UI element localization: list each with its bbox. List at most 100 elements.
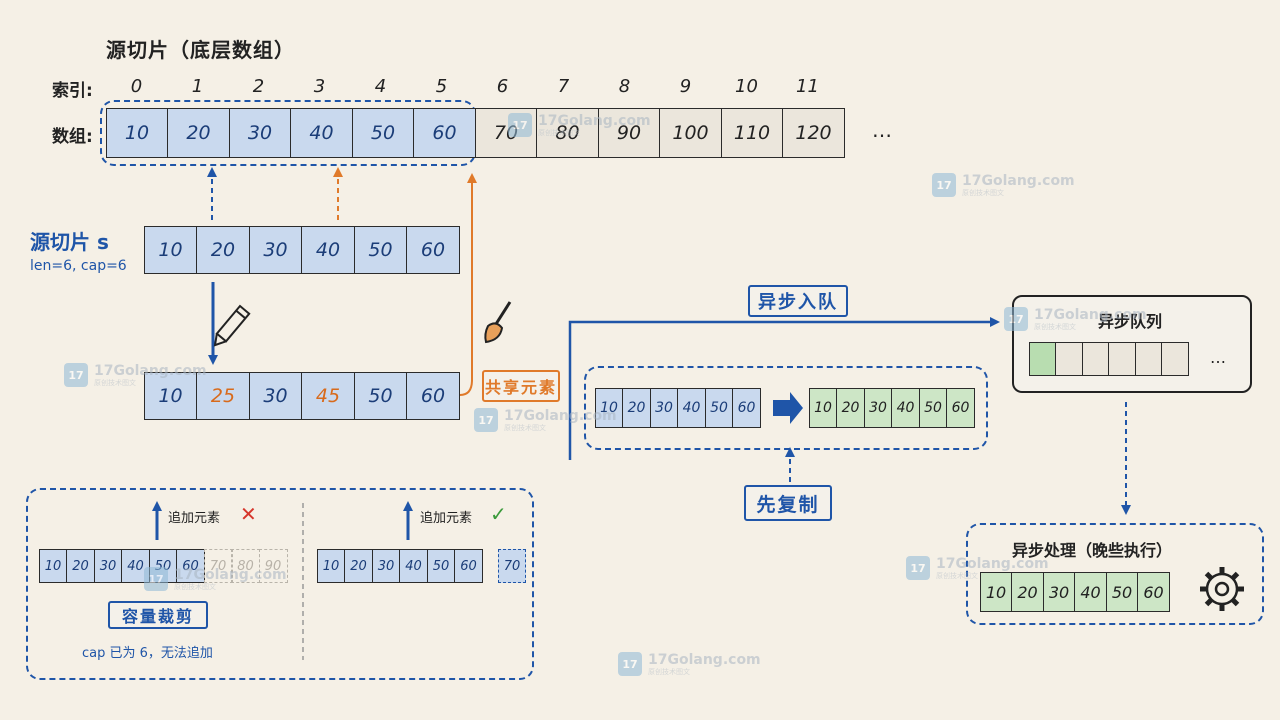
- enqueue-tag: 异步入队: [748, 285, 848, 317]
- cap-trim-tag: 容量裁剪: [108, 601, 208, 629]
- append-left-cell: 20: [66, 549, 95, 583]
- pencil-icon: [213, 304, 251, 347]
- modified-slice-cell: 10: [143, 372, 198, 420]
- slice-cell: 60: [406, 226, 460, 274]
- slice-label: 源切片 s: [30, 230, 109, 254]
- modified-slice-cell: 50: [353, 372, 408, 420]
- append-left-label: 追加元素: [168, 511, 221, 526]
- modified-slice-cell: 60: [406, 372, 460, 420]
- index-cell: 10: [735, 76, 758, 97]
- copy-arrow: [773, 392, 803, 424]
- copy-source-cell: 30: [649, 388, 679, 428]
- slice-cell: 30: [248, 226, 303, 274]
- array-cell: 120: [782, 108, 845, 158]
- append-comparison-box: [26, 488, 534, 680]
- slice-cell: 20: [196, 226, 250, 274]
- index-cell: 8: [618, 76, 631, 97]
- watermark-logo-icon: 17: [144, 567, 168, 591]
- gear-icon: [1200, 567, 1244, 611]
- watermark-logo-icon: 17: [906, 556, 930, 580]
- watermark-logo-icon: 17: [64, 363, 88, 387]
- append-right-cell: 40: [399, 549, 428, 583]
- array-cell: 100: [659, 108, 722, 158]
- append-left-faded-cell: 80: [231, 549, 260, 583]
- index-cell: 7: [557, 76, 570, 97]
- copy-target-cell: 30: [863, 388, 893, 428]
- slice-info: len=6, cap=6: [30, 258, 127, 274]
- copy-tag: 先复制: [744, 485, 832, 521]
- copy-box: [584, 366, 988, 450]
- append-right-extra: 70: [498, 549, 526, 583]
- array-more: …: [872, 118, 892, 142]
- append-right-cell: 60: [454, 549, 483, 583]
- index-cell: 11: [796, 76, 819, 97]
- array-cell: 40: [290, 108, 353, 158]
- copy-source-cell: 50: [704, 388, 734, 428]
- queue-slot: [1108, 342, 1136, 376]
- copy-source-cell: 10: [594, 388, 624, 428]
- queue-slot: [1081, 342, 1110, 376]
- process-cell: 40: [1074, 572, 1107, 612]
- check-icon: ✓: [490, 502, 507, 526]
- index-cell: 3: [313, 76, 326, 97]
- array-cell: 90: [597, 108, 661, 158]
- copy-target-cell: 20: [836, 388, 865, 428]
- process-cell: 60: [1137, 572, 1170, 612]
- append-left-cell: 30: [93, 549, 123, 583]
- watermark-logo-icon: 17: [474, 408, 498, 432]
- slice-cell: 50: [353, 226, 408, 274]
- index-cell: 9: [679, 76, 692, 97]
- append-right-cell: 50: [426, 549, 456, 583]
- append-left-cell: 10: [38, 549, 68, 583]
- index-cell: 2: [252, 76, 265, 97]
- watermark-logo-icon: 17: [508, 113, 532, 137]
- array-cell: 80: [536, 108, 599, 158]
- brush-icon: [484, 301, 512, 344]
- modified-slice-cell: 25: [196, 372, 250, 420]
- shared-element-tag: 共享元素: [482, 370, 560, 402]
- cap-note: cap 已为 6，无法追加: [82, 646, 213, 661]
- array-cell: 30: [228, 108, 292, 158]
- array-cell: 60: [413, 108, 476, 158]
- copy-target-cell: 60: [946, 388, 975, 428]
- queue-slots: [1028, 342, 1189, 376]
- queue-slot: [1161, 342, 1189, 376]
- copy-target-cell: 10: [808, 388, 838, 428]
- index-cell: 6: [496, 76, 509, 97]
- queue-slot-filled: [1028, 342, 1057, 376]
- copy-target-cell: 40: [891, 388, 920, 428]
- index-cell: 0: [130, 76, 143, 97]
- process-cell: 20: [1011, 572, 1044, 612]
- process-title: 异步处理（晚些执行）: [1012, 541, 1173, 560]
- cross-icon: ✕: [240, 502, 257, 526]
- array-cell: 10: [105, 108, 169, 158]
- index-cell: 1: [191, 76, 204, 97]
- array-cell: 20: [167, 108, 230, 158]
- append-left-cell: 60: [176, 549, 205, 583]
- modified-slice-cell: 30: [248, 372, 303, 420]
- append-left-faded-cell: 70: [203, 549, 233, 583]
- queue-slot: [1055, 342, 1083, 376]
- enqueue-path: [568, 317, 1000, 460]
- process-cell: 50: [1105, 572, 1139, 612]
- shared-element-arrow: [459, 173, 477, 396]
- copy-source-cell: 40: [677, 388, 706, 428]
- queue-title: 异步队列: [1098, 312, 1163, 331]
